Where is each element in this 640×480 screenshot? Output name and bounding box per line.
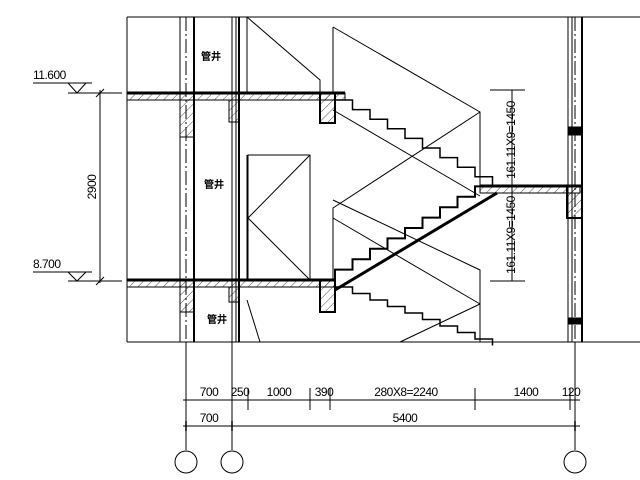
dim-label: 280X8=2240 [374,385,438,399]
floor-height-dim: 2900 [85,174,99,200]
shaft-label: 管井 [201,50,221,63]
stair-slab-soffit [334,191,498,292]
grid-axis-bubble [174,450,198,474]
level-label-upper: 11.600 [33,68,67,82]
stair-dim-upper: 161.11X9=1450 [504,100,518,179]
grid-axis-bubble [563,450,587,474]
dim-label: 5400 [393,411,419,425]
level-label-lower: 8.700 [33,257,61,271]
shaft-label: 管井 [207,313,227,326]
dim-label: 700 [200,411,219,425]
dim-label: 250 [231,385,250,399]
dim-label: 120 [562,385,581,399]
lower-stair-flight [335,286,494,346]
dim-label: 1400 [514,385,540,399]
level-marker-icon [67,82,87,94]
dim-label: 700 [200,385,219,399]
dim-label: 1000 [267,385,293,399]
level-marker-icon [67,271,87,282]
grid-axis-bubble [220,450,244,474]
middle-stair-flight [334,185,493,280]
shaft-label: 管井 [204,178,224,191]
stair-dim-lower: 161.11X9=1450 [504,195,518,274]
dim-label: 390 [315,385,334,399]
upper-stair-flight [335,99,494,187]
